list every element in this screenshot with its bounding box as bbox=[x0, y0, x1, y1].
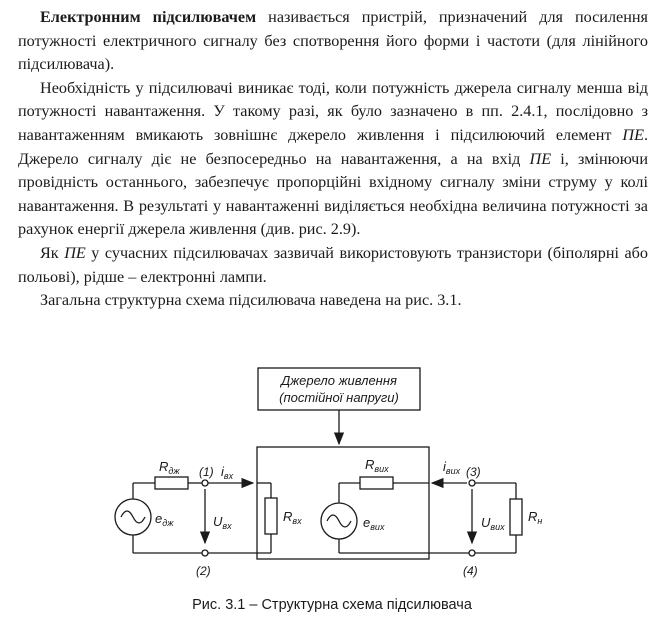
paragraph-necessity: Необхідність у підсилювачі виникає тоді,… bbox=[18, 77, 648, 242]
necessity-text-1: Необхідність у підсилювачі виникає тоді,… bbox=[18, 78, 648, 144]
terminal-3 bbox=[468, 479, 476, 487]
pe-abbrev: ПЕ bbox=[529, 149, 552, 168]
r-output-label: Rвих bbox=[365, 457, 389, 474]
input-current-label: iвх bbox=[221, 464, 234, 481]
r-input-resistor bbox=[264, 497, 278, 535]
node-2-label: (2) bbox=[196, 564, 211, 578]
terminal-1 bbox=[201, 479, 209, 487]
necessity-text-2: . Джерело сигналу діє не безпосередньо н… bbox=[18, 125, 648, 168]
figure-caption: Рис. 3.1 – Структурна схема підсилювача bbox=[192, 597, 472, 613]
r-load-label: Rн bbox=[528, 509, 542, 526]
power-source-label-2: (постійної напруги) bbox=[279, 390, 399, 405]
elements-text-2: у сучасних підсилювачах зазвичай викорис… bbox=[18, 243, 649, 286]
terminal-4 bbox=[468, 549, 476, 557]
elements-text-1: Як bbox=[40, 243, 65, 262]
power-source-label-1: Джерело живлення bbox=[279, 373, 397, 388]
amplifier-diagram: Джерело живлення (постійної напруги) Rдж… bbox=[0, 365, 664, 595]
paragraph-elements: Як ПЕ у сучасних підсилювачах зазвичай в… bbox=[18, 242, 648, 289]
e-output-label: eвих bbox=[363, 515, 385, 532]
r-output-resistor bbox=[359, 476, 394, 490]
body-text: Електронним підсилювачем називається при… bbox=[18, 6, 648, 313]
sine-icon bbox=[326, 514, 352, 528]
pe-abbrev: ПЕ bbox=[64, 243, 86, 262]
r-source-resistor bbox=[154, 476, 189, 490]
r-input-label: Rвх bbox=[283, 509, 302, 526]
defined-term: Електронним підсилювачем bbox=[40, 8, 257, 26]
input-voltage-label: Uвх bbox=[213, 514, 232, 531]
r-load-resistor bbox=[509, 498, 523, 536]
paragraph-figure-ref: Загальна структурна схема підсилювача на… bbox=[40, 291, 462, 310]
e-source-label: eдж bbox=[155, 511, 174, 528]
node-1-label: (1) bbox=[199, 465, 214, 479]
definition-text: називається пристрій, призначений для по… bbox=[18, 8, 649, 74]
node-3-label: (3) bbox=[466, 465, 481, 479]
pe-abbrev: ПЕ bbox=[622, 125, 644, 144]
terminal-2 bbox=[201, 549, 209, 557]
output-voltage-label: Uвих bbox=[481, 515, 505, 532]
r-source-label: Rдж bbox=[159, 459, 180, 476]
node-4-label: (4) bbox=[463, 564, 478, 578]
output-current-label: iвих bbox=[443, 459, 461, 476]
amplifier-box bbox=[256, 446, 430, 560]
sine-icon bbox=[120, 510, 146, 524]
paragraph-definition: Електронним підсилювачем називається при… bbox=[18, 6, 648, 77]
circuit-svg: Джерело живлення (постійної напруги) Rдж… bbox=[114, 367, 542, 578]
necessity-text-3: і, змінюючи провідність останнього, забе… bbox=[18, 149, 648, 239]
